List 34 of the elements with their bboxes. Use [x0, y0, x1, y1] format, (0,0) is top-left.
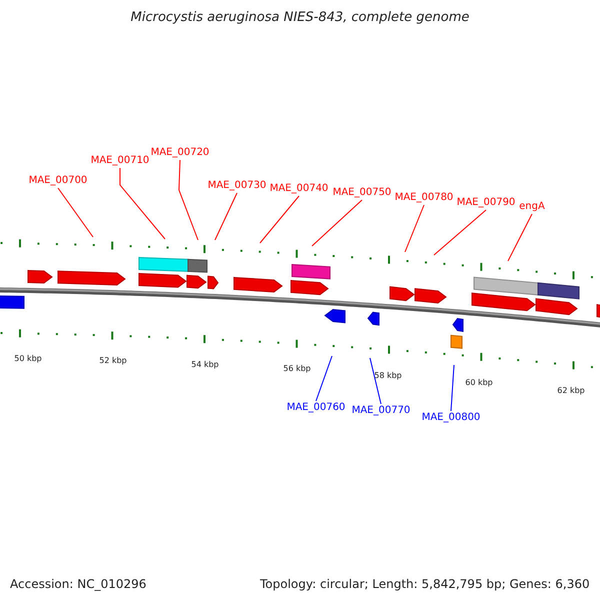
gene-label: MAE_00740	[270, 183, 328, 195]
gene-label: MAE_00770	[352, 405, 410, 417]
gene-label: MAE_00700	[28, 175, 88, 187]
footer-text: Accession: NC_010296	[10, 577, 146, 591]
leader-line	[214, 192, 238, 240]
gene-label: MAE_00750	[332, 187, 392, 199]
leader-line	[404, 204, 424, 252]
gene-label: engA	[519, 201, 545, 213]
leader-line	[120, 168, 166, 240]
leader-line	[312, 200, 362, 246]
leader-line	[178, 160, 198, 240]
scale-label: 50 kbp	[14, 354, 42, 364]
gene-label: MAE_00790	[456, 197, 516, 209]
leader-line	[260, 196, 300, 244]
leader-line	[58, 188, 94, 238]
scale-label: 52 kbp	[99, 356, 127, 366]
leader-line	[370, 358, 382, 404]
footer-text: Topology: circular; Length: 5,842,795 bp; Genes: 6,360	[260, 577, 590, 591]
leader-line	[434, 210, 486, 256]
scale-label: 62 kbp	[557, 386, 585, 396]
gene-label: MAE_00710	[90, 155, 150, 167]
gene-label: MAE_00730	[208, 180, 266, 192]
diagram-title: Microcystis aeruginosa NIES-843, complete genome	[130, 10, 470, 26]
gene-label: MAE_00720	[150, 147, 210, 159]
scale-label: 60 kbp	[465, 378, 493, 388]
scale-label: 54 kbp	[191, 360, 219, 370]
scale-label: 56 kbp	[283, 364, 311, 374]
gene-label: MAE_00780	[394, 192, 454, 204]
leader-line	[508, 214, 532, 262]
scale-label: 58 kbp	[374, 371, 402, 381]
gene-label: MAE_00760	[286, 402, 346, 414]
leader-line	[450, 364, 454, 412]
leader-line	[316, 356, 332, 402]
gene-label: MAE_00800	[422, 412, 480, 424]
